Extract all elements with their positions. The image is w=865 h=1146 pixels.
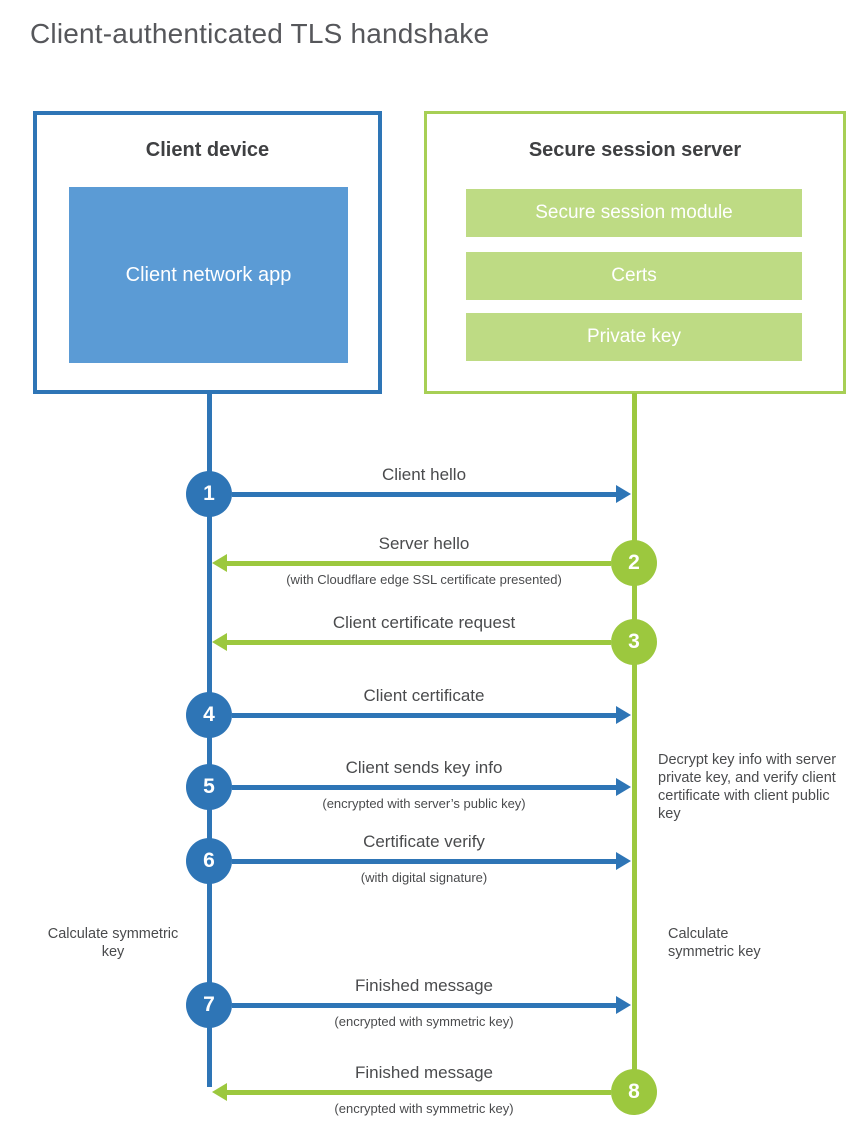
arrow-right-icon: [232, 778, 631, 796]
arrow-left-icon: [212, 554, 611, 572]
message-subtext: (with digital signature): [360, 870, 488, 885]
step-circle: 8: [611, 1069, 657, 1115]
message-subtext: (encrypted with server’s public key): [322, 796, 526, 811]
step-circle: 6: [186, 838, 232, 884]
message-label: Server hello: [378, 534, 470, 553]
calculate-symmetric-key-client-note: Calculate symmetric key: [47, 926, 179, 960]
server-module-certs: Certs: [466, 252, 802, 300]
arrow-right-icon: [232, 706, 631, 724]
message-label: Client certificate: [363, 686, 485, 705]
message-subtext: (encrypted with symmetric key): [334, 1014, 514, 1029]
page-title: Client-authenticated TLS handshake: [30, 18, 490, 49]
arrow-left-icon: [212, 633, 611, 651]
message-label: Client sends key info: [345, 758, 503, 777]
step-circle: 5: [186, 764, 232, 810]
arrow-left-icon: [212, 1083, 611, 1101]
arrow-right-icon: [232, 996, 631, 1014]
arrow-right-icon: [232, 852, 631, 870]
server-module-private-key: Private key: [466, 313, 802, 361]
message-label: Client hello: [381, 465, 467, 484]
message-label: Finished message: [355, 976, 493, 995]
message-subtext: (with Cloudflare edge SSL certificate pr…: [286, 572, 562, 587]
message-label: Finished message: [355, 1063, 493, 1082]
message-label: Certificate verify: [363, 832, 485, 851]
step-circle: 2: [611, 540, 657, 586]
client-lifeline: [207, 393, 212, 1087]
calculate-symmetric-key-server-note: Calculate symmetric key: [668, 926, 761, 960]
message-subtext: (encrypted with symmetric key): [334, 1101, 514, 1116]
step-circle: 4: [186, 692, 232, 738]
step-circle: 3: [611, 619, 657, 665]
server-decrypt-note: Decrypt key info with server private key…: [658, 752, 837, 822]
step-circle: 7: [186, 982, 232, 1028]
server-module-secure-session: Secure session module: [466, 189, 802, 237]
client-device-title: Client device: [145, 139, 270, 161]
arrow-right-icon: [232, 485, 631, 503]
client-network-app-box: Client network app: [69, 187, 348, 363]
step-circle: 1: [186, 471, 232, 517]
secure-session-server-title: Secure session server: [528, 139, 742, 161]
message-label: Client certificate request: [332, 613, 516, 632]
server-lifeline: [632, 393, 637, 1092]
client-network-app-label: Client network app: [125, 263, 292, 286]
